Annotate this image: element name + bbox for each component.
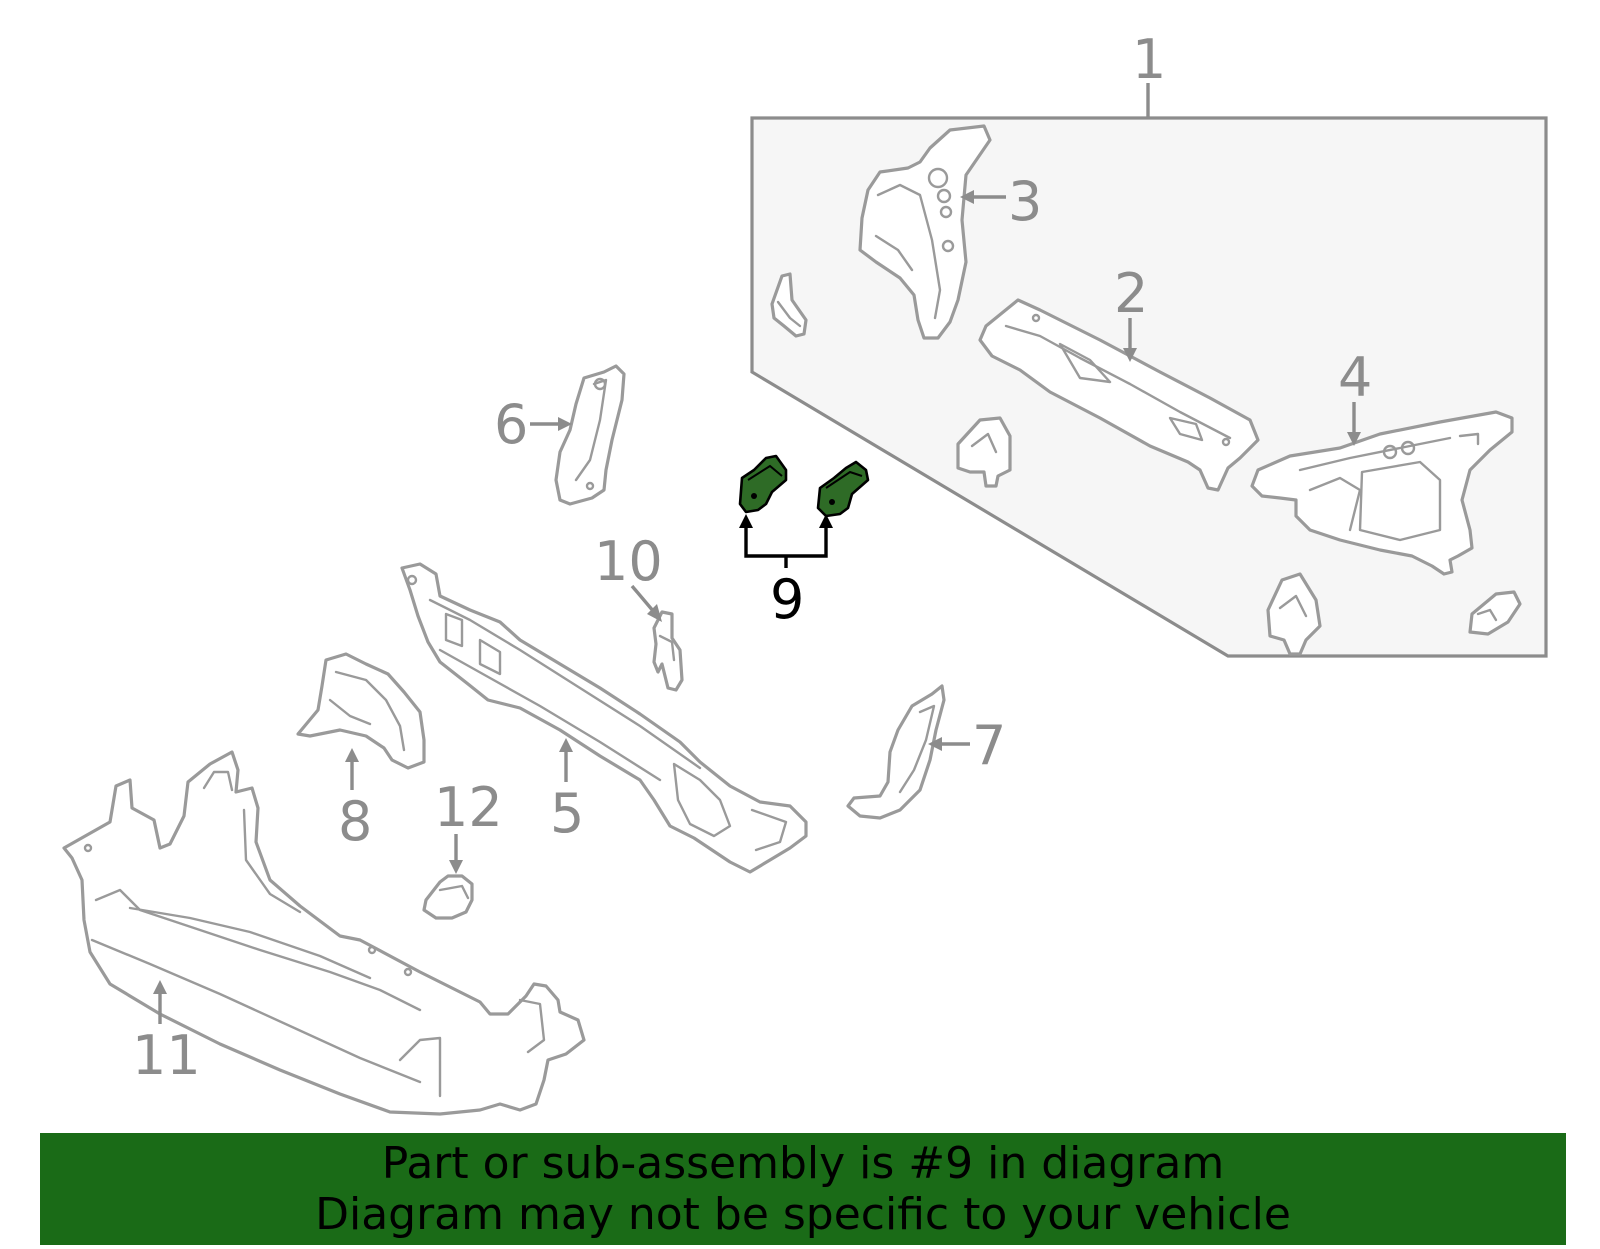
part-12-clip [422,874,474,920]
callout-10-arrow [647,604,662,622]
callout-2: 2 [1114,262,1148,325]
callout-3: 3 [1008,170,1042,233]
callout-10: 10 [594,530,663,593]
part-9-bracket-left [738,454,788,514]
banner-line-1: Part or sub-assembly is #9 in diagram [381,1138,1225,1189]
callout-6-arrow [558,417,572,431]
callout-7-arrow [928,737,942,751]
grommet-lower-right [1468,590,1522,636]
callout-6: 6 [494,393,528,456]
callout-12: 12 [434,776,503,839]
small-bracket-left [770,272,808,338]
small-bracket-middle [956,416,1012,488]
callout-8-arrow [345,748,359,762]
part-7-bracket [846,684,946,820]
part-4-radiator-support-side [1250,410,1514,576]
part-3-radiator-support-side [858,124,992,340]
callout-5: 5 [550,782,584,845]
callout-9-arrow-left [739,514,753,528]
callout-11: 11 [132,1024,201,1087]
callout-4-arrow [1347,432,1361,446]
part-9-bracket-right [816,460,870,518]
banner-line-2: Diagram may not be specific to your vehi… [315,1189,1291,1240]
callout-11-arrow [153,980,167,994]
callout-5-arrow [559,738,573,752]
callout-3-arrow [960,190,974,204]
part-8-bracket [296,652,426,770]
part-11-splash-shield [62,750,586,1116]
callout-9: 9 [770,568,804,631]
callout-8: 8 [338,790,372,853]
info-banner: Part or sub-assembly is #9 in diagram Di… [40,1133,1566,1245]
callout-1: 1 [1132,28,1166,91]
callout-10-leader [630,584,656,614]
callout-4: 4 [1338,346,1372,409]
callout-7: 7 [972,714,1006,777]
callout-2-arrow [1123,348,1137,362]
callout-9-leader [744,526,828,558]
part-5-lower-tie-bar [400,562,808,874]
callout-9-arrow-right [819,514,833,528]
part-10-bracket [652,610,684,692]
callout-12-arrow [449,860,463,874]
small-bracket-lower-right [1266,572,1322,656]
part-2-upper-tie-bar [978,298,1260,492]
part-6-bracket [554,364,626,506]
